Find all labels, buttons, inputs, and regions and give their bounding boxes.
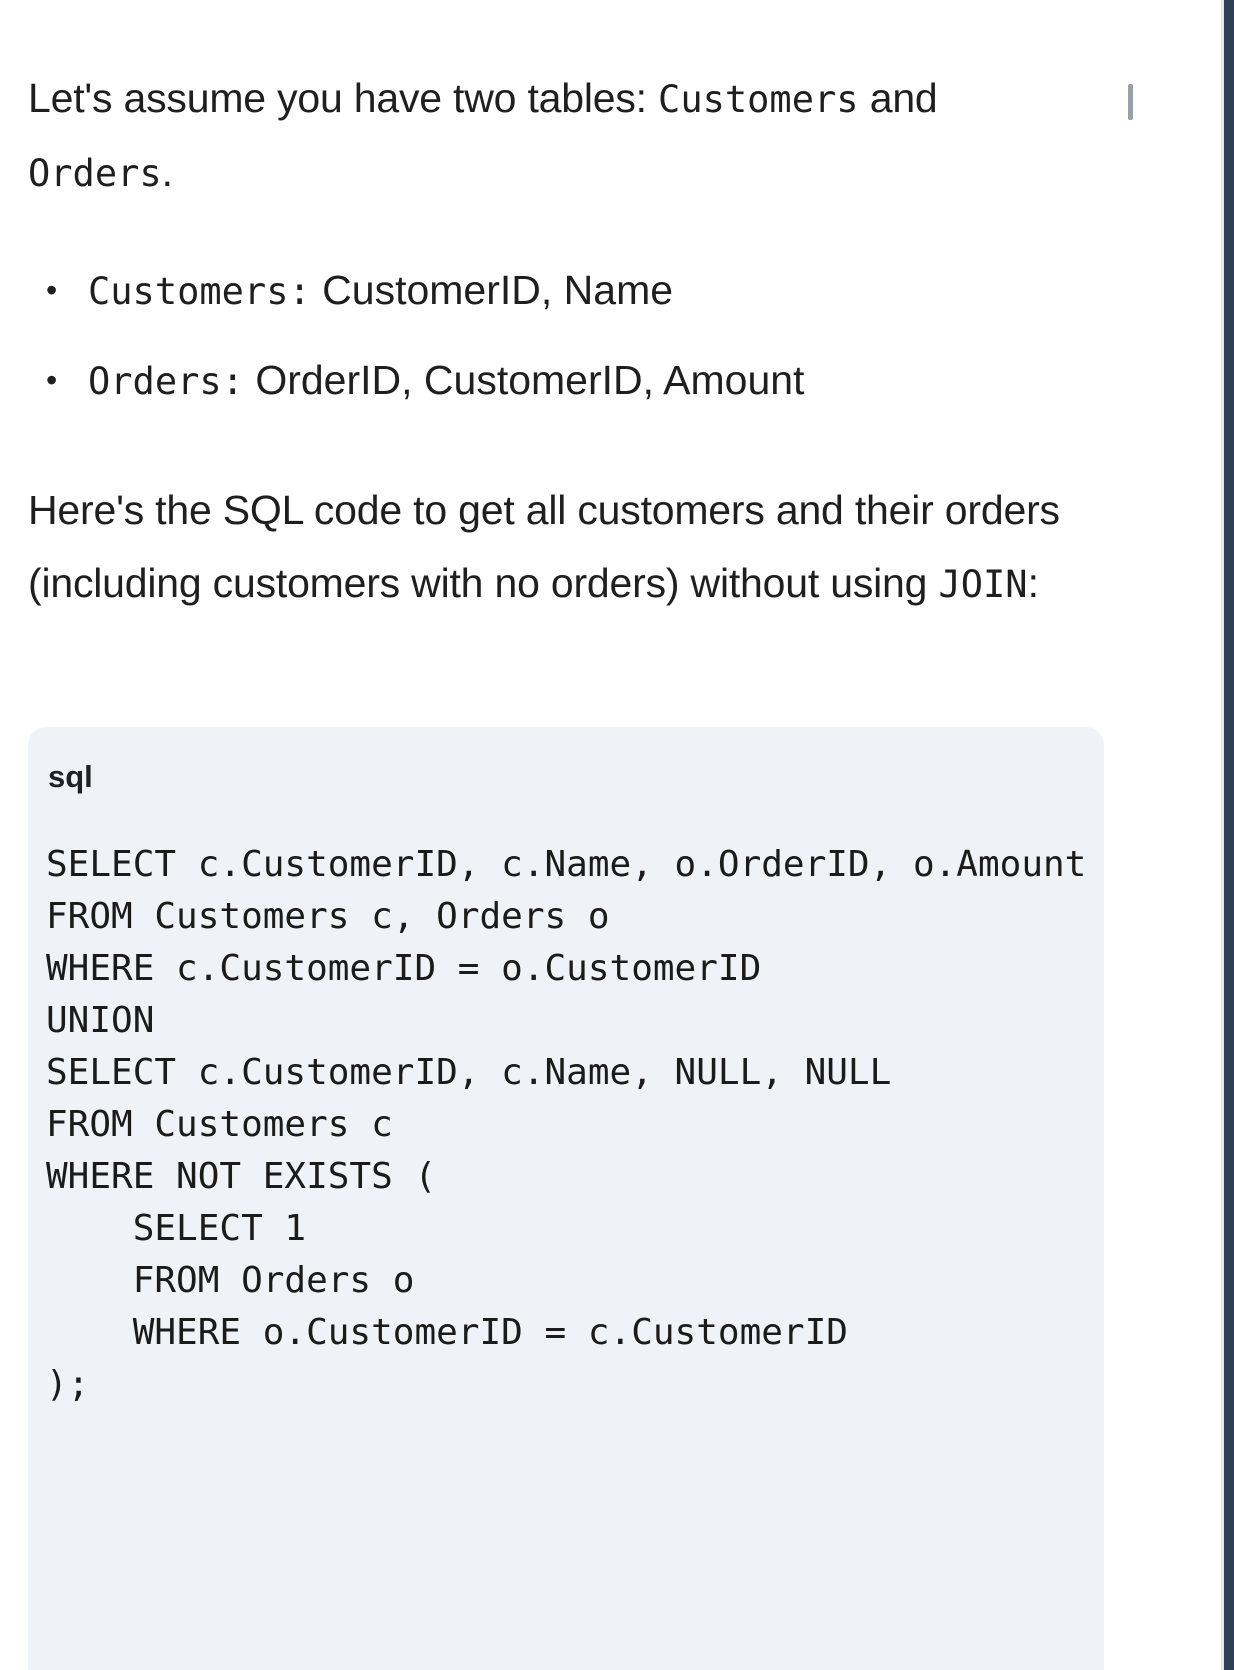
explanation-before: Here's the SQL code to get all customers…: [28, 487, 1060, 606]
list-item: • Customers: CustomerID, Name: [0, 246, 1120, 336]
table-schema-list: • Customers: CustomerID, Name • Orders: Or…: [0, 210, 1120, 426]
bullet-icon: •: [46, 272, 58, 308]
right-edge-rail: [1224, 0, 1234, 1670]
intro-lead-before: Let's assume you have two tables:: [28, 75, 659, 121]
scrollbar-thumb[interactable]: [1128, 84, 1133, 120]
intro-lead-middle: and: [858, 75, 938, 121]
inline-code-join: JOIN: [938, 563, 1028, 606]
intro-paragraph: Let's assume you have two tables: Custom…: [0, 0, 1120, 210]
explanation-paragraph: Here's the SQL code to get all customers…: [0, 426, 1120, 621]
inline-code-customers: Customers: [658, 78, 859, 121]
list-item-table-name: Orders:: [88, 360, 244, 403]
code-language-label: sql: [48, 759, 93, 794]
list-item-columns: CustomerID, Name: [310, 267, 674, 313]
answer-content: Let's assume you have two tables: Custom…: [0, 0, 1120, 621]
code-content[interactable]: SELECT c.CustomerID, c.Name, o.OrderID, …: [46, 844, 1087, 1405]
intro-lead-after: .: [161, 149, 173, 195]
code-block: sql SELECT c.CustomerID, c.Name, o.Order…: [28, 727, 1104, 1670]
list-item: • Orders: OrderID, CustomerID, Amount: [0, 336, 1120, 426]
bullet-icon: •: [46, 362, 58, 398]
inline-code-orders: Orders: [28, 152, 162, 195]
explanation-after: :: [1027, 560, 1039, 606]
rail-separator: [1221, 0, 1224, 1670]
list-item-table-name: Customers:: [88, 270, 311, 313]
list-item-columns: OrderID, CustomerID, Amount: [243, 357, 805, 403]
